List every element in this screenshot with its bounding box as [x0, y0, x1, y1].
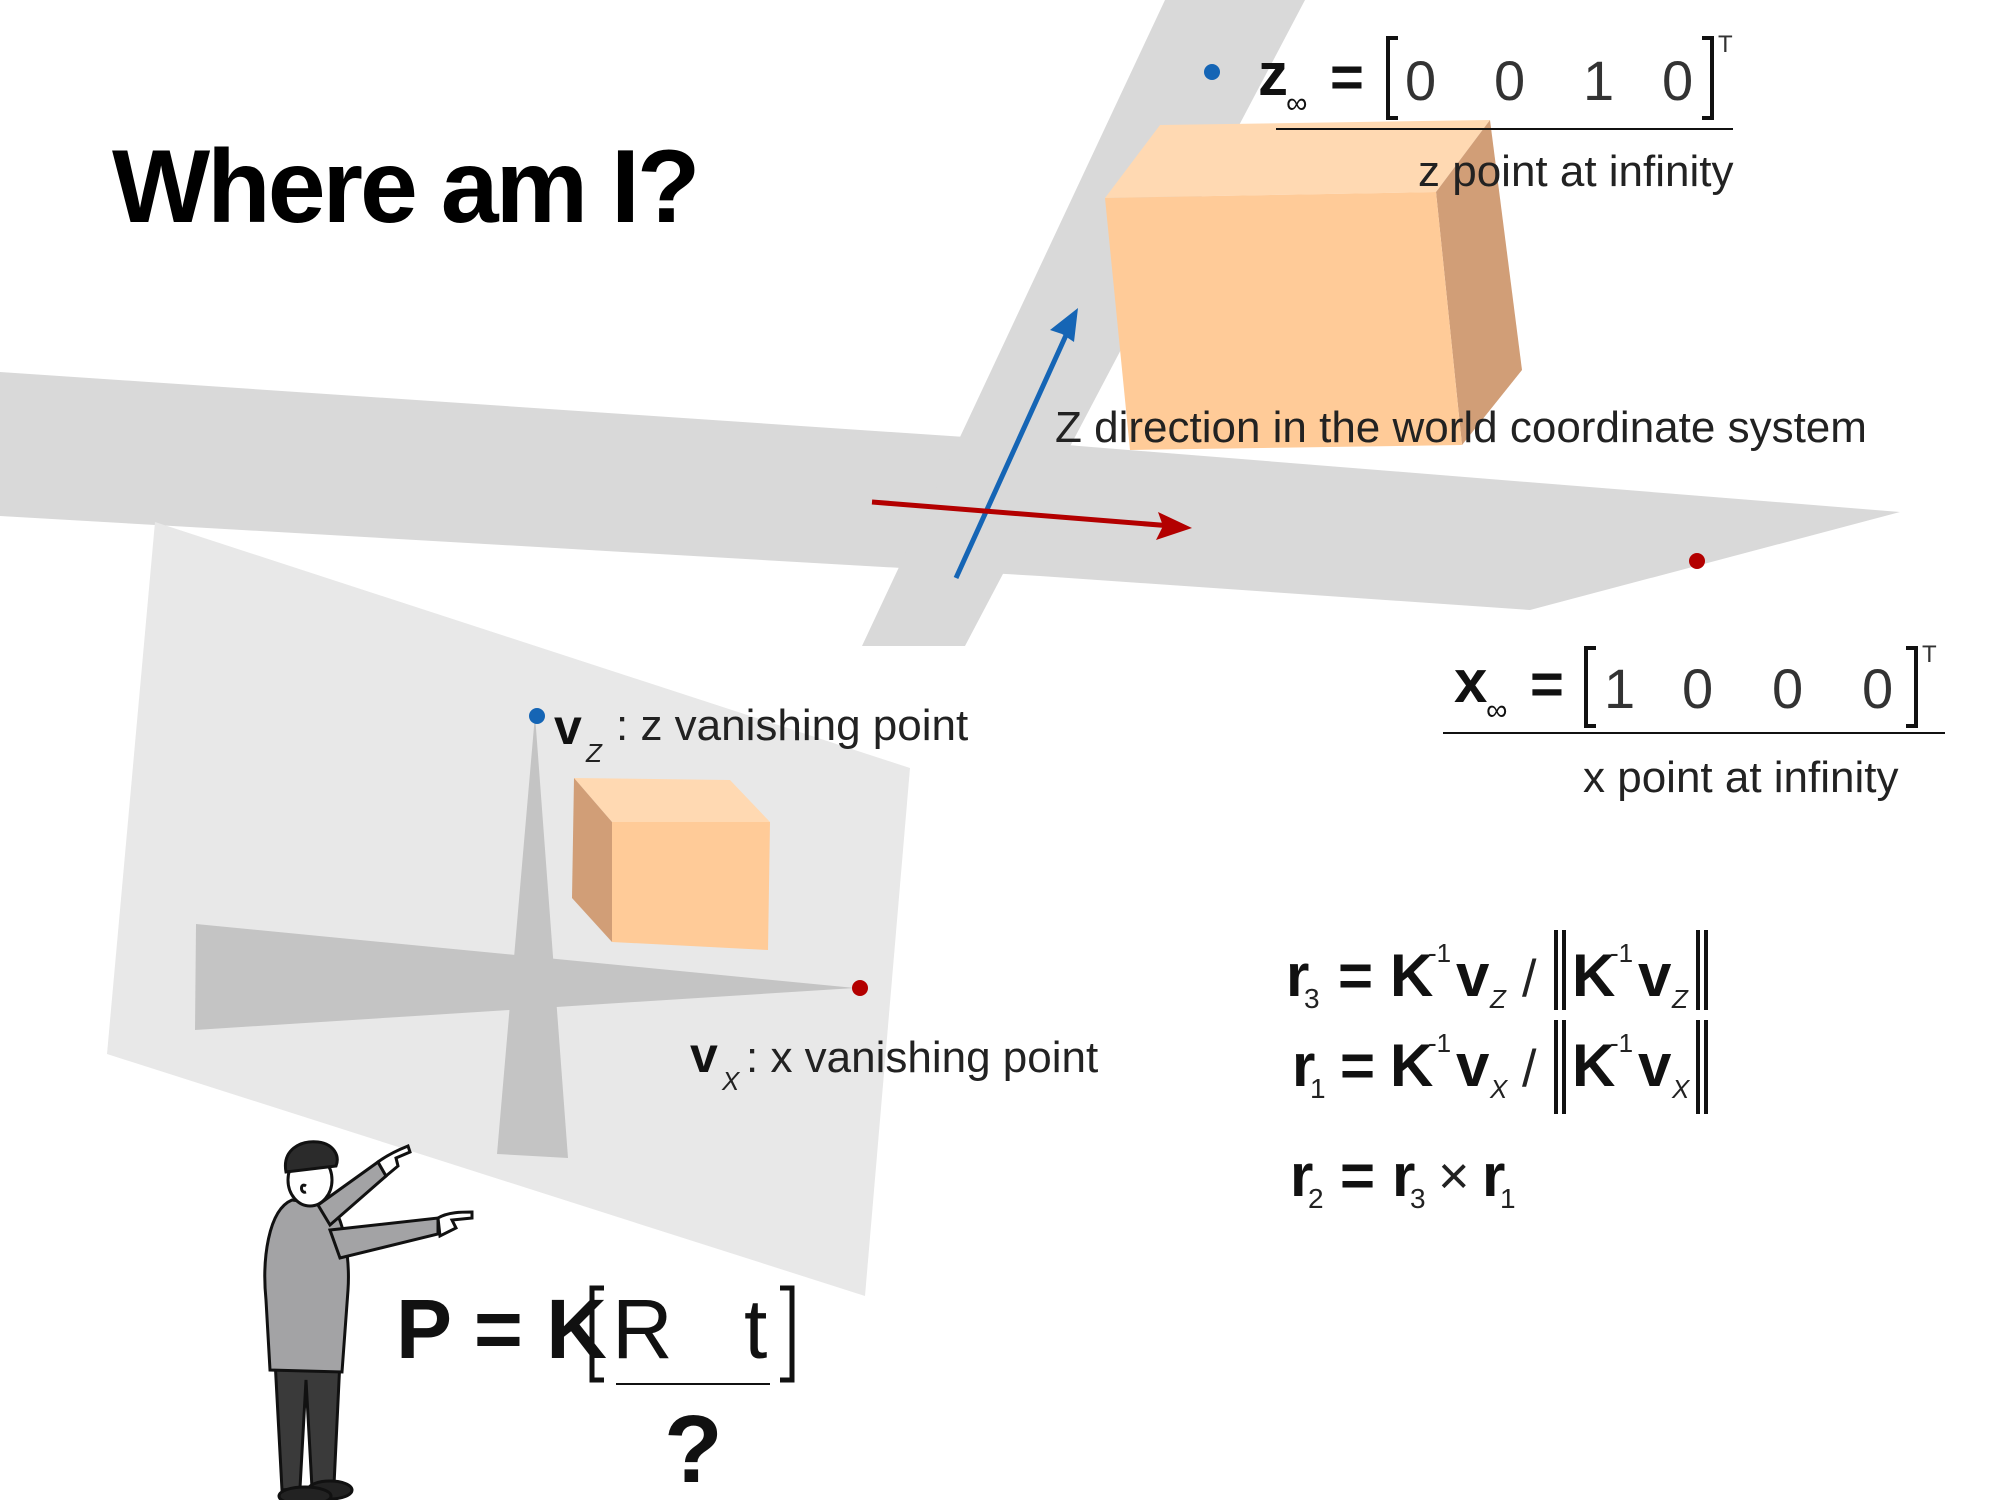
z-infinity-vec-0: 0	[1405, 49, 1436, 112]
person-pointing-illustration	[263, 1140, 474, 1500]
r3-K: K	[1390, 942, 1433, 1009]
r1-inv: -1	[1428, 1028, 1451, 1058]
r3-inv: -1	[1428, 938, 1451, 968]
image-x-road	[195, 924, 855, 1030]
x-infinity-right-bracket	[1906, 646, 1918, 728]
image-plane	[107, 522, 910, 1296]
vz-subscript: Z	[585, 738, 603, 768]
world-roads	[0, 0, 1900, 646]
vx-subscript: X	[721, 1066, 741, 1096]
x-infinity-vec-1: 0	[1682, 657, 1713, 720]
z-infinity-right-bracket	[1702, 36, 1714, 120]
z-infinity-equation: z ∞ = 0 0 1 0 T z point at infinity	[1258, 31, 1734, 196]
projection-left-bracket	[589, 1285, 604, 1383]
vx-symbol: v	[690, 1027, 718, 1083]
z-infinity-left-bracket	[1386, 36, 1398, 120]
projection-R: R	[612, 1282, 673, 1376]
world-box-side	[1436, 120, 1522, 445]
r3-norm-v: v	[1638, 942, 1672, 1009]
z-infinity-symbol: z	[1258, 41, 1288, 108]
r3-symbol: r	[1286, 942, 1309, 1009]
r2-symbol: r	[1290, 1142, 1313, 1209]
r1-slash: /	[1522, 1040, 1537, 1098]
r3-vsub: Z	[1489, 984, 1507, 1014]
vz-symbol: v	[554, 699, 582, 755]
r1-K: K	[1390, 1032, 1433, 1099]
world-box	[1105, 120, 1522, 450]
x-axis-arrow	[871, 499, 1192, 540]
r1-norm-inv: -1	[1610, 1028, 1633, 1058]
vx-text: : x vanishing point	[746, 1033, 1098, 1082]
z-infinity-subscript: ∞	[1286, 87, 1307, 120]
x-infinity-dot	[1689, 553, 1705, 569]
image-plane-sheet	[107, 522, 910, 1296]
r3-norm-vsub: Z	[1671, 984, 1689, 1014]
r1-v: v	[1456, 1032, 1490, 1099]
r1-subscript: 1	[1310, 1073, 1326, 1104]
equation-r3: r 3 = K -1 v Z / K -1 v Z	[1286, 930, 1708, 1014]
world-box-top	[1105, 120, 1490, 198]
world-box-front	[1105, 192, 1462, 450]
r3-v: v	[1456, 942, 1490, 1009]
r1-symbol: r	[1292, 1032, 1315, 1099]
x-infinity-equals: =	[1530, 652, 1564, 717]
equation-r2: r 2 = r 3 × r 1	[1290, 1142, 1516, 1214]
page-title: Where am I?	[112, 129, 697, 245]
x-infinity-left-bracket	[1584, 646, 1596, 728]
r1-norm-K: K	[1572, 1032, 1615, 1099]
r2-subscript: 2	[1308, 1183, 1324, 1214]
vz-text: : z vanishing point	[616, 701, 968, 750]
image-z-road	[497, 715, 568, 1158]
vx-label: v X : x vanishing point	[690, 1027, 1098, 1096]
r3-norm-K: K	[1572, 942, 1615, 1009]
z-infinity-vec-3: 0	[1662, 49, 1693, 112]
vx-dot	[852, 980, 868, 996]
image-box-top	[574, 778, 770, 822]
image-box-side	[572, 778, 612, 942]
x-infinity-symbol: x	[1454, 648, 1487, 715]
projection-unknown: ?	[664, 1396, 723, 1500]
x-infinity-vec-2: 0	[1772, 657, 1803, 720]
z-infinity-transpose: T	[1718, 31, 1733, 58]
r1-vsub: X	[1489, 1074, 1509, 1104]
x-infinity-subscript: ∞	[1486, 694, 1507, 727]
projection-equation: P = K R t ?	[396, 1282, 795, 1500]
r1-norm-v: v	[1638, 1032, 1672, 1099]
r2-r1: r	[1482, 1142, 1505, 1209]
projection-t: t	[744, 1282, 767, 1376]
z-infinity-caption: z point at infinity	[1418, 147, 1734, 196]
vz-label: v Z : z vanishing point	[554, 699, 968, 768]
z-infinity-vec-1: 0	[1494, 49, 1525, 112]
r2-r1-subscript: 1	[1500, 1183, 1516, 1214]
projection-lhs: P = K	[396, 1282, 607, 1376]
x-infinity-caption: x point at infinity	[1583, 753, 1899, 802]
r2-r3-subscript: 3	[1410, 1183, 1426, 1214]
x-infinity-vec-0: 1	[1604, 657, 1635, 720]
x-infinity-equation: x ∞ = 1 0 0 0 T x point at infinity	[1443, 641, 1945, 802]
x-infinity-vec-3: 0	[1862, 657, 1893, 720]
r3-subscript: 3	[1304, 983, 1320, 1014]
r3-equals: =	[1338, 942, 1373, 1009]
r2-times: ×	[1438, 1146, 1470, 1206]
z-direction-label: Z direction in the world coordinate syst…	[1055, 403, 1867, 452]
z-infinity-dot	[1204, 64, 1220, 80]
r2-r3: r	[1392, 1142, 1415, 1209]
x-infinity-transpose: T	[1922, 641, 1937, 668]
vz-dot	[529, 708, 545, 724]
equation-r1: r 1 = K -1 v X / K -1 v X	[1292, 1020, 1708, 1114]
image-box-front	[612, 822, 770, 950]
r1-equals: =	[1340, 1032, 1375, 1099]
r2-equals: =	[1340, 1142, 1375, 1209]
r1-norm-vsub: X	[1671, 1074, 1691, 1104]
r3-slash: /	[1522, 950, 1537, 1008]
r3-norm-inv: -1	[1610, 938, 1633, 968]
projection-right-bracket	[780, 1285, 795, 1383]
z-infinity-equals: =	[1330, 45, 1364, 110]
z-infinity-vec-2: 1	[1583, 49, 1614, 112]
z-axis-arrow	[953, 308, 1078, 580]
